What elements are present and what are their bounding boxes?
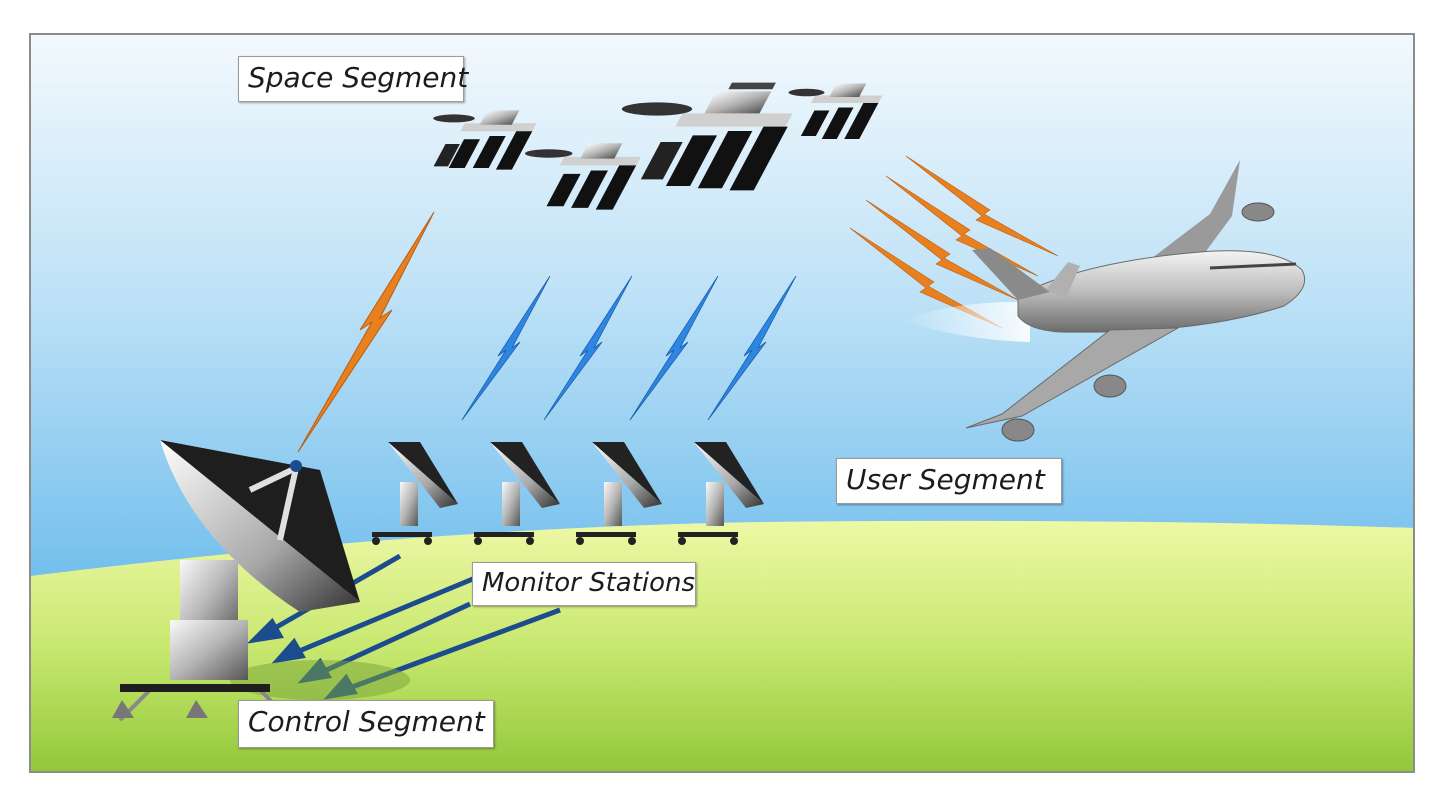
ground-antenna-icon [112, 440, 410, 722]
signal-bolt-icon [885, 175, 1039, 277]
monitor-antenna-icon [372, 442, 458, 545]
signal-bolt-icon [297, 211, 435, 453]
signal-bolt-icon [629, 275, 719, 421]
user-segment-label: User Segment [836, 458, 1062, 504]
space-segment-label: Space Segment [238, 56, 468, 102]
monitor-antenna-icon [474, 442, 560, 545]
monitor-antenna-icon [576, 442, 662, 545]
monitor-stations [372, 442, 764, 545]
satellite-icon [621, 82, 793, 191]
signal-bolt-icon [905, 155, 1059, 257]
control-segment-label: Control Segment [238, 700, 494, 748]
monitor-stations-label: Monitor Stations [472, 562, 696, 606]
monitor-antenna-icon [678, 442, 764, 545]
satellite-icon [524, 143, 641, 210]
user-signals [849, 155, 1059, 329]
signal-bolt-icon [543, 275, 633, 421]
signal-bolt-icon [461, 275, 551, 421]
airplane-icon [900, 160, 1306, 442]
satellite-icon [788, 83, 883, 139]
downlink-signals [461, 275, 797, 421]
signal-bolt-icon [707, 275, 797, 421]
satellite-icon [433, 110, 537, 170]
